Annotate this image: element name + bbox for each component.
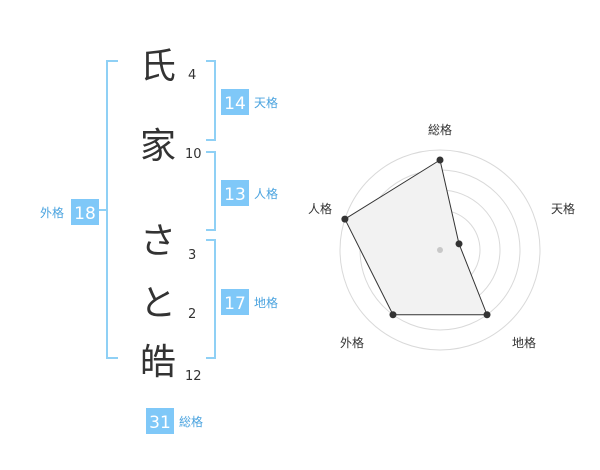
stroke-count-4: 2 [188, 307, 196, 322]
radar-point-2 [455, 240, 463, 248]
name-char-4: と [140, 283, 176, 324]
tenkaku-score: 14 天格 [221, 89, 278, 115]
axis-label-soukaku: 総格 [428, 122, 452, 137]
radar-points [341, 156, 491, 319]
jinkaku-value: 13 [224, 185, 246, 205]
radar-point-5 [341, 215, 349, 223]
jinkaku-label: 人格 [254, 186, 278, 201]
gaikaku-label: 外格 [40, 205, 64, 220]
name-char-3: さ [140, 221, 176, 262]
tenkaku-label: 天格 [254, 95, 278, 110]
radar-area [344, 159, 488, 316]
radar-point-4 [389, 311, 397, 319]
stroke-count-1: 4 [188, 68, 196, 83]
axis-label-jinkaku: 人格 [308, 201, 332, 216]
stroke-count-3: 3 [188, 248, 196, 263]
axis-label-gaikaku: 外格 [340, 335, 364, 350]
stroke-count-2: 10 [185, 147, 202, 162]
name-char-5: 皓 [140, 342, 176, 383]
radar-ring-5 [339, 149, 541, 351]
radar-point-3 [483, 311, 491, 319]
chikaku-score: 17 地格 [221, 289, 278, 315]
radar-center [437, 247, 443, 253]
gaikaku-value: 18 [74, 204, 96, 224]
soukaku-label: 総格 [179, 414, 203, 429]
soukaku-score: 31 総格 [146, 408, 203, 434]
radar-center-dot [437, 247, 443, 253]
axis-label-chikaku: 地格 [512, 335, 536, 350]
axis-label-tenkaku: 天格 [551, 201, 575, 216]
jinkaku-bracket [206, 151, 216, 231]
name-char-1: 氏 [140, 46, 176, 87]
chikaku-label: 地格 [254, 295, 278, 310]
soukaku-value: 31 [149, 413, 171, 433]
radar-point-1 [436, 156, 444, 164]
jinkaku-score: 13 人格 [221, 180, 278, 206]
chikaku-bracket [206, 239, 216, 359]
gaikaku-score: 18 外格 [40, 199, 99, 225]
tenkaku-value: 14 [224, 94, 246, 114]
name-char-2: 家 [140, 126, 176, 167]
chikaku-value: 17 [224, 294, 246, 314]
tenkaku-bracket [206, 60, 216, 141]
stroke-count-5: 12 [185, 369, 202, 384]
